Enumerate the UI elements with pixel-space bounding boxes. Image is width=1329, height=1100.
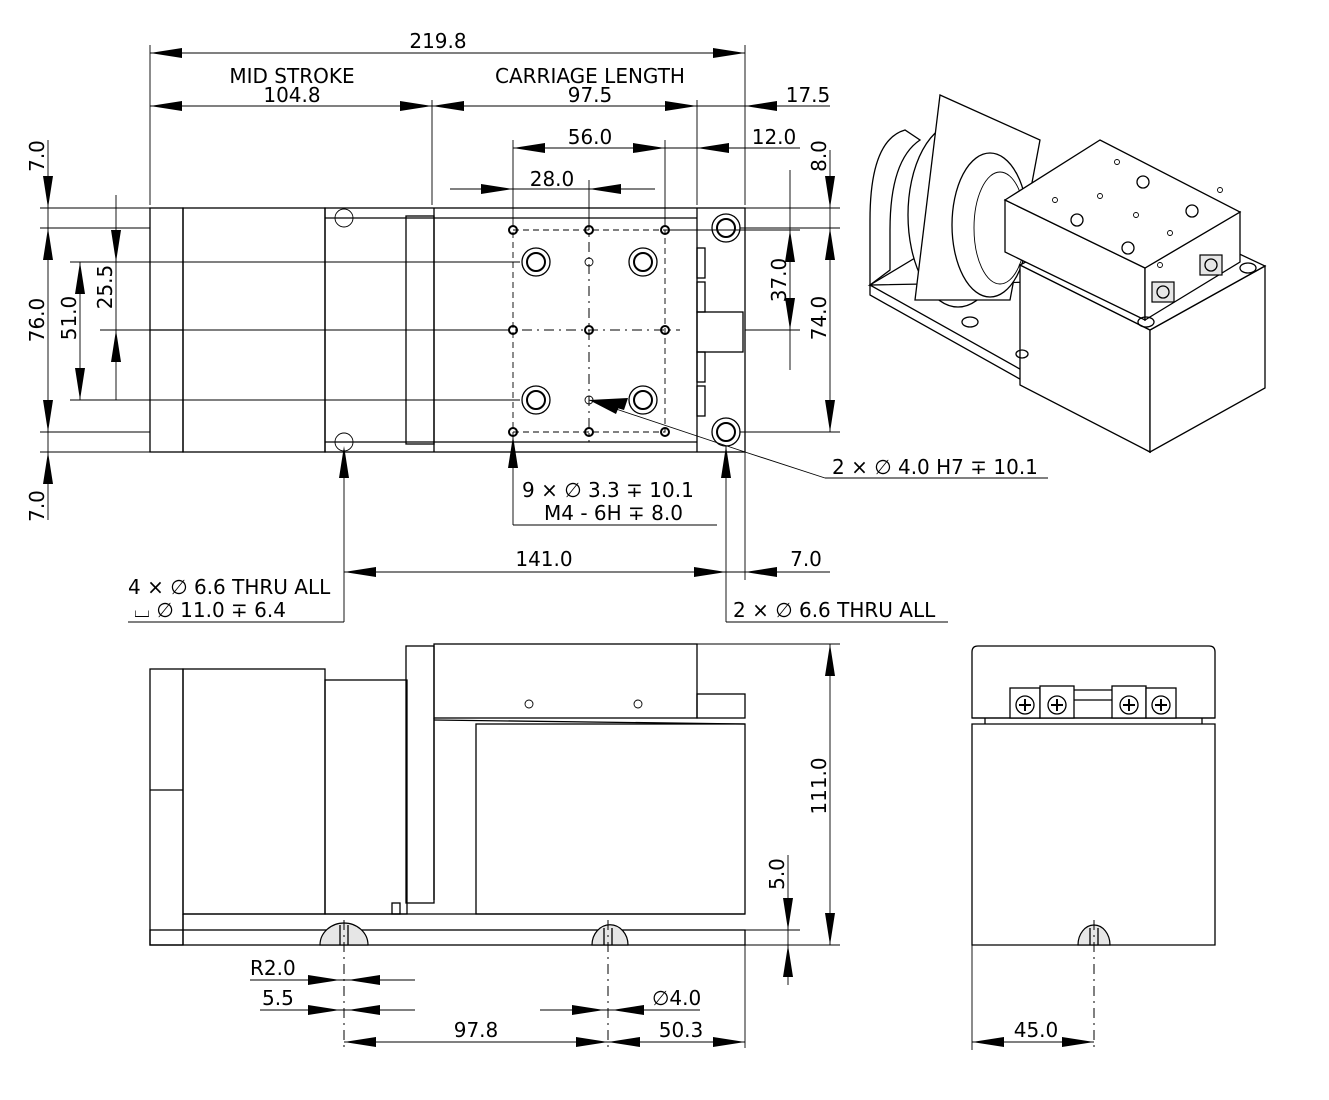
dim-dia-4: ∅4.0 — [652, 986, 701, 1010]
note-pin-holes: 2 × ∅ 4.0 H7 ∓ 10.1 — [832, 455, 1038, 479]
dim-edge-8: 8.0 — [807, 140, 831, 172]
note-thru-holes-4-line2: ⌴ ∅ 11.0 ∓ 6.4 — [134, 598, 286, 622]
side-view — [971, 645, 1216, 946]
dim-span-97-8: 97.8 — [454, 1018, 499, 1042]
note-tap-holes-1: 9 × ∅ 3.3 ∓ 10.1 — [522, 478, 694, 502]
dim-height-51: 51.0 — [57, 296, 81, 341]
isometric-view — [867, 94, 1267, 454]
counterbore-holes — [521, 247, 658, 415]
dim-hole-span-28: 28.0 — [530, 167, 575, 191]
tapped-holes — [508, 225, 670, 437]
label-mid-stroke: MID STROKE — [229, 64, 354, 88]
dim-height-5: 5.0 — [765, 858, 789, 890]
dim-mid-stroke: 104.8 — [263, 83, 320, 107]
dim-width-45: 45.0 — [1014, 1018, 1059, 1042]
dim-right-7: 7.0 — [790, 547, 822, 571]
dim-height-25-5: 25.5 — [93, 265, 117, 310]
dim-edge-12: 12.0 — [752, 125, 797, 149]
dim-top-7: 7.0 — [25, 140, 49, 172]
dim-height-76: 76.0 — [25, 298, 49, 343]
label-carriage-length: CARRIAGE LENGTH — [495, 64, 685, 88]
note-thru-holes-4-line1: 4 × ∅ 6.6 THRU ALL — [128, 575, 331, 599]
dim-width-5-5: 5.5 — [262, 986, 294, 1010]
dim-height-37: 37.0 — [767, 258, 791, 303]
dim-span-50-3: 50.3 — [659, 1018, 704, 1042]
dim-hole-span-56: 56.0 — [568, 125, 613, 149]
dim-bottom-7: 7.0 — [25, 490, 49, 522]
front-view — [149, 643, 746, 946]
dim-span-141: 141.0 — [515, 547, 572, 571]
note-tap-holes-2: M4 - 6H ∓ 8.0 — [544, 501, 683, 525]
dim-end-offset: 17.5 — [786, 83, 831, 107]
terminal-block — [1009, 685, 1177, 719]
note-thru-holes-2: 2 × ∅ 6.6 THRU ALL — [733, 598, 936, 622]
dim-height-74: 74.0 — [807, 296, 831, 341]
dim-carriage-length: 97.5 — [568, 83, 613, 107]
front-view-dimensions — [250, 643, 840, 1048]
side-view-dimensions — [971, 920, 1095, 1050]
dim-total-length: 219.8 — [409, 29, 466, 53]
dim-radius-2: R2.0 — [250, 956, 296, 980]
top-view-dimensions — [40, 45, 1048, 623]
dim-height-111: 111.0 — [807, 757, 831, 814]
